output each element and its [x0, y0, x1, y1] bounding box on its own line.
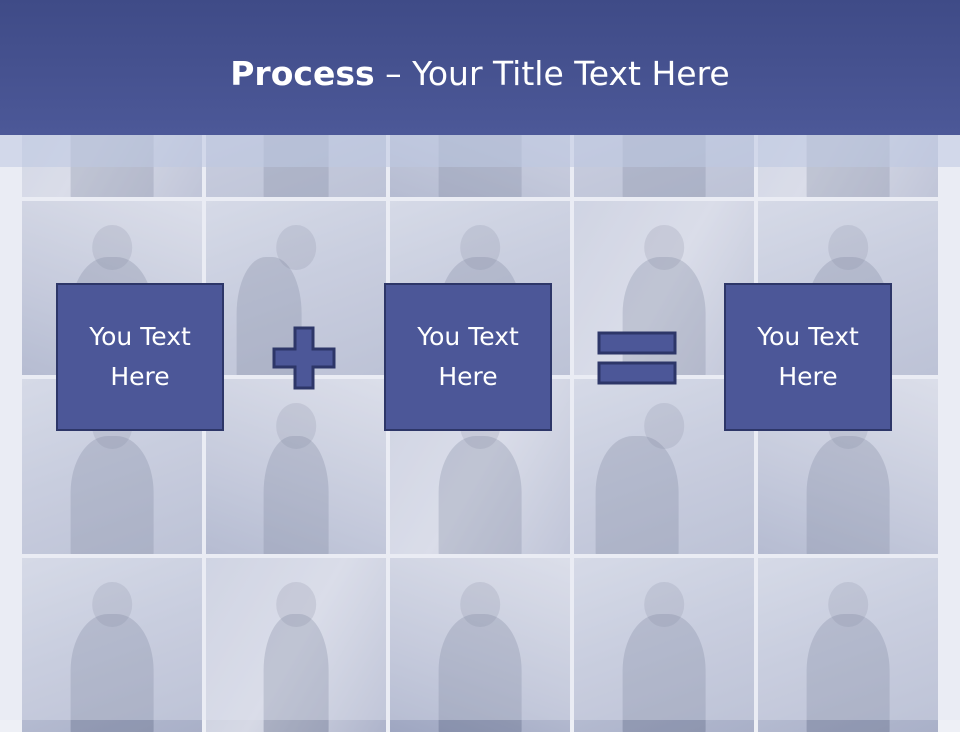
- title-rest-part: – Your Title Text Here: [375, 54, 730, 93]
- photo-tile: [574, 558, 754, 732]
- photo-tile: [390, 558, 570, 732]
- photo-tile: [206, 379, 386, 554]
- equals-icon: [597, 331, 677, 385]
- photo-tile: [206, 558, 386, 732]
- process-box-3[interactable]: You Text Here: [724, 283, 892, 431]
- process-box-2[interactable]: You Text Here: [384, 283, 552, 431]
- slide-title[interactable]: Process – Your Title Text Here: [0, 52, 960, 96]
- title-bold-part: Process: [230, 54, 374, 93]
- plus-icon: [272, 326, 336, 390]
- process-box-1[interactable]: You Text Here: [56, 283, 224, 431]
- photo-tile: [758, 558, 938, 732]
- title-bar-fade: [0, 135, 960, 167]
- photo-tile: [22, 558, 202, 732]
